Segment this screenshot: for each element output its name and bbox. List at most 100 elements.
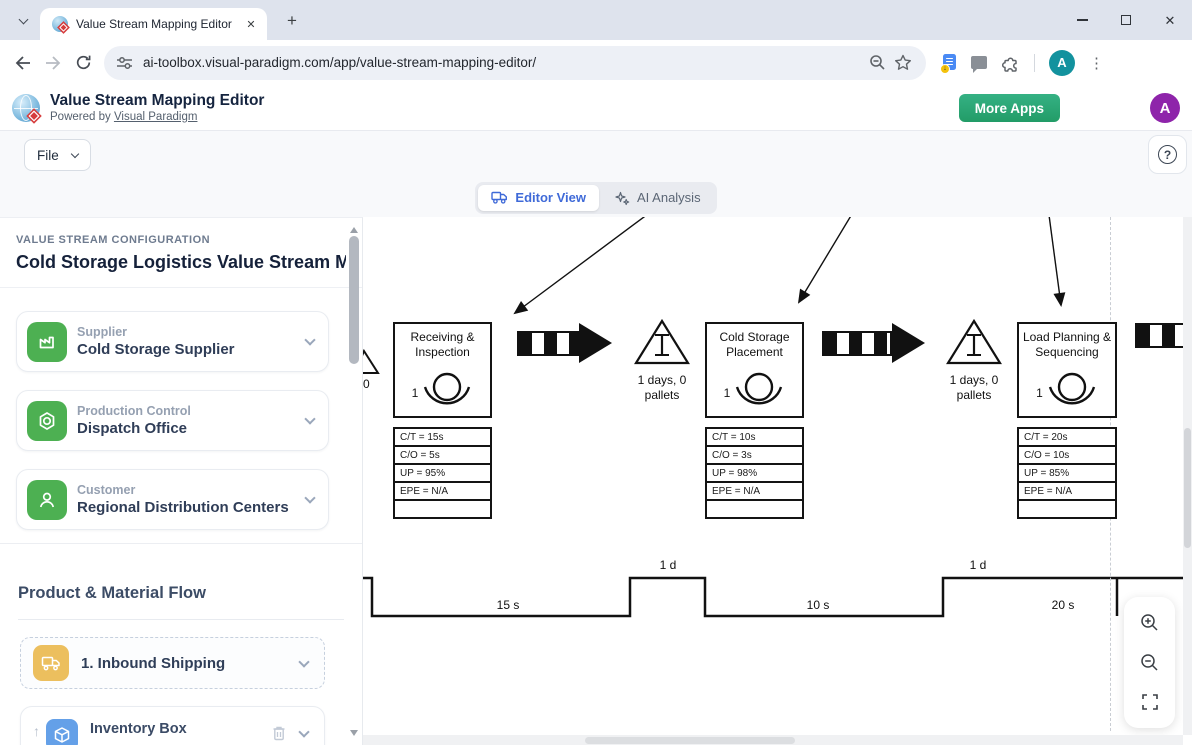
browser-tab-strip: Value Stream Mapping Editor ✕ + ✕ — [0, 0, 1192, 40]
file-menu-button[interactable]: File — [24, 139, 91, 171]
metric-row: EPE = N/A — [1019, 483, 1115, 501]
visual-paradigm-logo — [12, 93, 42, 124]
metric-row: C/T = 15s — [395, 429, 490, 447]
data-box-receiving[interactable]: C/T = 15s C/O = 5s UP = 95% EPE = N/A — [393, 427, 492, 519]
browser-menu-button[interactable]: ⋮ — [1089, 54, 1104, 72]
section-label: VALUE STREAM CONFIGURATION — [16, 234, 211, 246]
inventory-triangle[interactable] — [633, 318, 691, 366]
truck-icon — [491, 191, 508, 204]
address-bar[interactable]: ai-toolbox.visual-paradigm.com/app/value… — [104, 45, 926, 80]
browser-profile-avatar[interactable]: A — [1049, 49, 1075, 76]
tab-ai-analysis[interactable]: AI Analysis — [601, 185, 714, 211]
push-arrow[interactable] — [517, 323, 612, 363]
scrollbar-thumb[interactable] — [349, 236, 359, 364]
canvas-vertical-scrollbar[interactable] — [1183, 217, 1192, 735]
move-up-icon[interactable]: ↑ — [33, 723, 40, 739]
diagram-canvas[interactable]: Receiving & Inspection 1 Cold Storage Pl… — [363, 217, 1192, 745]
tab-close-button[interactable]: ✕ — [246, 18, 256, 31]
scrollbar-thumb[interactable] — [585, 736, 795, 744]
forward-button[interactable] — [38, 48, 68, 78]
push-arrow-head — [892, 323, 925, 363]
info-arrow[interactable] — [513, 217, 648, 315]
data-box-load-planning[interactable]: C/T = 20s C/O = 10s UP = 85% EPE = N/A — [1017, 427, 1117, 519]
flow-divider — [18, 619, 344, 620]
sidebar-scrollbar[interactable] — [349, 221, 359, 742]
info-arrow[interactable] — [797, 217, 852, 304]
cube-icon — [46, 719, 78, 745]
zoom-out-icon — [1141, 654, 1158, 671]
window-minimize-button[interactable] — [1060, 0, 1104, 40]
timeline-label: 15 s — [496, 598, 520, 612]
chevron-down-icon[interactable] — [304, 492, 316, 504]
push-arrow-partial[interactable] — [1135, 323, 1192, 348]
extensions-puzzle-icon[interactable] — [1001, 53, 1020, 72]
timeline-label: 10 s — [806, 598, 830, 612]
chevron-down-icon[interactable] — [298, 726, 310, 738]
reload-button[interactable] — [68, 48, 98, 78]
zoom-out-button[interactable] — [1132, 644, 1168, 680]
flow-step-inbound-shipping[interactable]: 1. Inbound Shipping — [20, 637, 325, 689]
account-avatar[interactable]: A — [1150, 93, 1180, 123]
inventory-label: 1 days, 0 pallets — [949, 373, 999, 402]
site-favicon-icon — [52, 16, 70, 34]
tab-search-button[interactable] — [10, 8, 36, 34]
browser-tab[interactable]: Value Stream Mapping Editor ✕ — [40, 8, 267, 40]
sparkles-icon — [615, 191, 630, 205]
inventory-box-card[interactable]: ↑ Inventory Box — [20, 706, 325, 745]
card-role-label: Production Control — [77, 404, 191, 418]
data-box-cold-storage[interactable]: C/T = 10s C/O = 3s UP = 98% EPE = N/A — [705, 427, 804, 519]
tab-editor-view[interactable]: Editor View — [478, 184, 599, 211]
back-button[interactable] — [8, 48, 38, 78]
push-arrow[interactable] — [822, 323, 925, 363]
site-settings-icon[interactable] — [116, 55, 133, 71]
info-arrow[interactable] — [1048, 217, 1066, 307]
fit-to-screen-button[interactable] — [1132, 684, 1168, 720]
card-supplier[interactable]: Supplier Cold Storage Supplier — [16, 311, 329, 372]
section-divider — [0, 543, 362, 544]
process-box-cold-storage[interactable]: Cold Storage Placement 1 — [705, 322, 804, 418]
canvas-horizontal-scrollbar[interactable] — [363, 735, 1183, 745]
push-arrow-stripes — [822, 330, 892, 356]
document-badge-icon[interactable]: ↓ — [940, 53, 957, 74]
metric-row-empty — [395, 501, 490, 517]
trash-icon[interactable] — [272, 725, 286, 741]
zoom-page-button[interactable] — [864, 50, 890, 76]
window-close-button[interactable]: ✕ — [1148, 0, 1192, 40]
card-production-control[interactable]: Production Control Dispatch Office — [16, 390, 329, 451]
visual-paradigm-link[interactable]: Visual Paradigm — [113, 111, 198, 123]
timeline-line[interactable] — [363, 576, 1184, 618]
window-maximize-button[interactable] — [1104, 0, 1148, 40]
partial-inventory-triangle[interactable] — [363, 348, 380, 374]
help-button[interactable]: ? — [1148, 135, 1187, 174]
comment-bubble-icon[interactable] — [971, 56, 987, 73]
maximize-icon — [1121, 15, 1131, 25]
new-tab-button[interactable]: + — [287, 11, 297, 30]
back-arrow-icon — [15, 55, 30, 70]
inventory-triangle[interactable] — [945, 318, 1003, 366]
chevron-down-icon[interactable] — [304, 334, 316, 346]
browser-toolbar: ai-toolbox.visual-paradigm.com/app/value… — [0, 40, 1192, 85]
url-text[interactable]: ai-toolbox.visual-paradigm.com/app/value… — [143, 55, 537, 70]
scrollbar-thumb[interactable] — [1184, 428, 1191, 548]
more-apps-button[interactable]: More Apps — [958, 94, 1060, 122]
chevron-down-icon[interactable] — [298, 655, 310, 668]
process-box-receiving[interactable]: Receiving & Inspection 1 — [393, 322, 492, 418]
scroll-up-icon[interactable] — [350, 223, 358, 233]
chevron-down-icon[interactable] — [304, 413, 316, 425]
push-arrow-stripes — [517, 330, 579, 356]
partial-inventory-label: 0 — [363, 377, 370, 391]
card-role-label: Supplier — [77, 325, 128, 339]
reload-icon — [76, 55, 90, 70]
metric-row: C/O = 3s — [707, 447, 802, 465]
menu-row: File ? — [0, 131, 1192, 178]
person-icon — [27, 479, 67, 520]
push-arrow-stripes — [1135, 323, 1192, 348]
minimize-icon — [1076, 19, 1088, 21]
scroll-down-icon[interactable] — [350, 730, 358, 740]
bookmark-button[interactable] — [890, 50, 916, 76]
process-box-load-planning[interactable]: Load Planning & Sequencing 1 — [1017, 322, 1117, 418]
card-customer[interactable]: Customer Regional Distribution Centers — [16, 469, 329, 530]
app-title: Value Stream Mapping Editor — [50, 92, 265, 109]
zoom-in-button[interactable] — [1132, 605, 1168, 641]
close-icon: ✕ — [1164, 12, 1176, 28]
